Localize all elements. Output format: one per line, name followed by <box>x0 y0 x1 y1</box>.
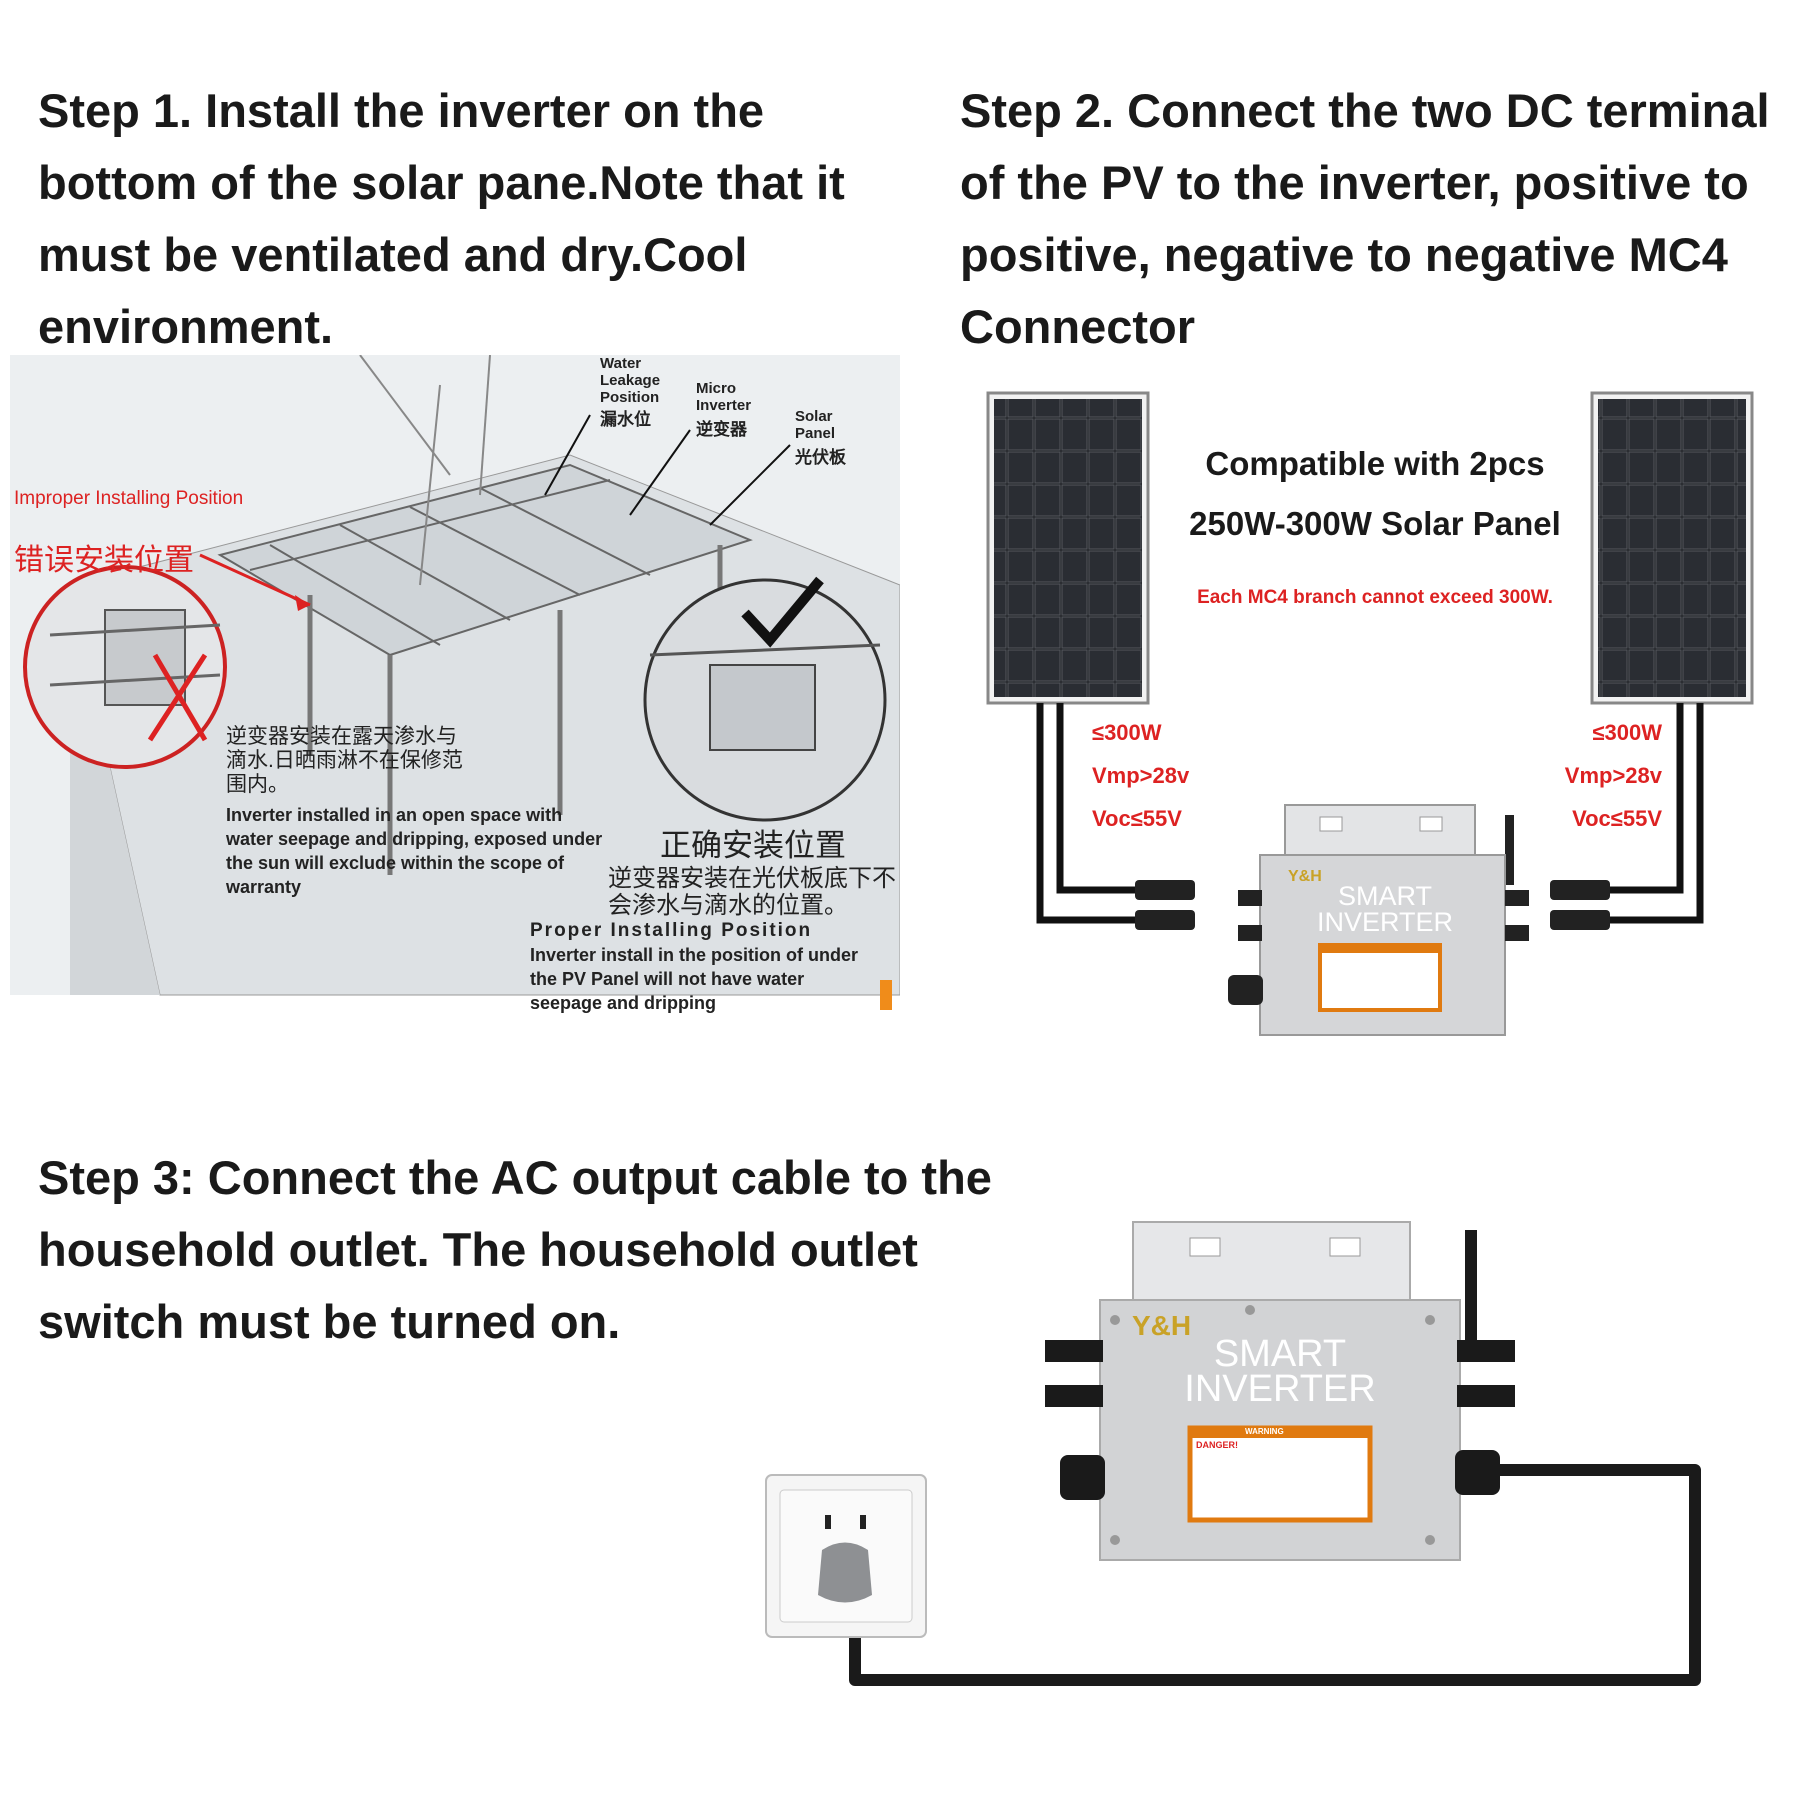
right-solar-panel <box>1598 399 1746 697</box>
inverter-title-small-1: SMART <box>1337 881 1432 911</box>
inverter-brand-large: Y&H <box>1132 1310 1192 1341</box>
water-leakage-label-en: Water Leakage Position <box>600 355 661 406</box>
inverter-brand-small: Y&H <box>1288 868 1322 885</box>
right-spec-vmp: Vmp>28v <box>1564 763 1662 788</box>
proper-position-desc-en: Inverter install in the position of unde… <box>530 945 859 1013</box>
inverter-large <box>1045 1221 1515 1561</box>
micro-inverter-label-en: Micro Inverter <box>696 380 752 414</box>
inverter-small <box>1228 804 1529 1036</box>
proper-position-desc-cn: 逆变器安装在光伏板底下不会渗水与滴水的位置。 <box>608 865 896 919</box>
installation-illustration: Water Leakage Position 漏水位 Micro Inverte… <box>10 354 901 1015</box>
warning-label: WARNING <box>1245 1427 1284 1436</box>
water-leakage-label-cn: 漏水位 <box>600 410 651 429</box>
inverter-title-large-1: SMART <box>1213 1333 1347 1375</box>
danger-label: DANGER! <box>1196 1440 1238 1450</box>
step3-heading: Step 3: Connect the AC output cable to t… <box>38 1151 992 1348</box>
wall-outlet <box>765 1474 927 1638</box>
dc-wiring-drawing <box>986 391 1754 1036</box>
left-spec-power: ≤300W <box>1092 720 1162 745</box>
improper-desc-en: Inverter installed in an open space with… <box>226 805 603 897</box>
improper-position-label-en: Improper Installing Position <box>14 488 244 509</box>
step2-heading: Step 2. Connect the two DC terminal of t… <box>960 84 1770 353</box>
solar-panel-label-cn: 光伏板 <box>795 448 846 467</box>
improper-position-label-cn: 错误安装位置 <box>14 544 194 577</box>
inverter-title-large-2: INVERTER <box>1184 1368 1376 1410</box>
left-solar-panel <box>994 399 1142 697</box>
ac-connection-illustration: Y&H SMART INVERTER WARNING DANGER! <box>760 1210 1780 1700</box>
proper-position-title-en: Proper Installing Position <box>530 920 813 941</box>
dc-connection-illustration: Compatible with 2pcs 250W-300W Solar Pan… <box>980 385 1780 1045</box>
solar-panel-label-en: Solar Panel <box>795 408 836 442</box>
installation-drawing <box>10 354 901 1010</box>
improper-desc-cn: 逆变器安装在露天渗水与滴水.日晒雨淋不在保修范围内。 <box>226 725 463 796</box>
left-spec-vmp: Vmp>28v <box>1092 763 1190 788</box>
compat-line2: 250W-300W Solar Panel <box>1189 505 1561 542</box>
right-spec-voc: Voc≤55V <box>1572 806 1662 831</box>
right-spec-power: ≤300W <box>1592 720 1662 745</box>
compat-line1: Compatible with 2pcs <box>1205 445 1545 482</box>
micro-inverter-label-cn: 逆变器 <box>696 420 747 439</box>
left-spec-voc: Voc≤55V <box>1092 806 1182 831</box>
inverter-title-small-2: INVERTER <box>1316 907 1454 937</box>
proper-position-title-cn: 正确安装位置 <box>660 828 846 863</box>
ac-wiring-drawing <box>765 1221 1701 1686</box>
mc4-branch-note: Each MC4 branch cannot exceed 300W. <box>1197 587 1553 608</box>
step1-heading: Step 1. Install the inverter on the bott… <box>38 84 845 353</box>
